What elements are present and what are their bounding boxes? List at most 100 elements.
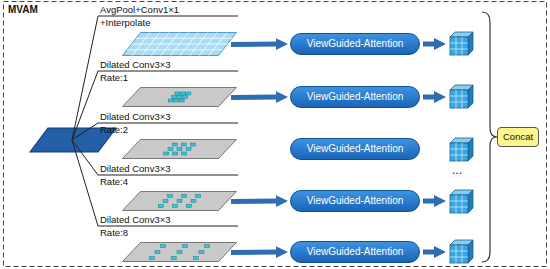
grid-line	[161, 33, 179, 56]
kernel-cell	[205, 245, 210, 248]
kernel-cell	[174, 99, 179, 102]
kernel-cell	[171, 257, 176, 260]
flow-arrow	[231, 250, 279, 255]
block-label: ViewGuided-Attention	[299, 195, 411, 207]
kernel-cell	[168, 148, 173, 151]
output-cube	[450, 85, 473, 108]
output-cube	[450, 190, 473, 213]
kernel-cell	[155, 251, 160, 254]
grid-line	[132, 33, 150, 56]
block-label: ViewGuided-Attention	[299, 143, 411, 155]
concat-box: Concat	[497, 127, 539, 147]
attention-block: ViewGuided-Attention	[290, 241, 420, 263]
flow-arrow	[231, 199, 279, 204]
feature-map: Dilated Conv3×3 Rate:4	[100, 162, 238, 212]
plane	[123, 33, 237, 56]
kernel-cell	[161, 245, 166, 248]
block-label: ViewGuided-Attention	[299, 38, 411, 50]
grid-line	[180, 33, 198, 56]
branch-line	[72, 71, 238, 140]
brace	[482, 12, 497, 262]
kernel-cell	[186, 205, 191, 208]
branch-label: Dilated Conv3×3 Rate:4	[100, 162, 192, 188]
kernel-cell	[177, 200, 182, 203]
grid-line	[151, 33, 169, 56]
plane	[123, 192, 237, 211]
branch-label: Dilated Conv3×3 Rate:1	[100, 58, 192, 84]
kernel-cell	[168, 99, 173, 102]
dilated-feature-map	[122, 191, 238, 212]
flow-arrow	[231, 42, 279, 47]
kernel-cell	[177, 148, 182, 151]
output-arrow	[423, 42, 437, 47]
grid-line	[171, 33, 189, 56]
kernel-cell	[193, 257, 198, 260]
grid-line	[199, 33, 217, 56]
feature-map: Dilated Conv3×3 Rate:1	[100, 58, 238, 108]
plane	[123, 243, 237, 262]
kernel-cell	[181, 143, 186, 146]
branch-lines	[72, 16, 238, 226]
kernel-cell	[177, 251, 182, 254]
kernel-cell	[186, 92, 191, 95]
kernel-cell	[164, 152, 169, 155]
kernel-cell	[173, 152, 178, 155]
output-cube	[450, 138, 473, 161]
kernel-cell	[182, 195, 187, 198]
output-cube	[450, 32, 473, 55]
feature-map: AvgPool+Conv1×1 +Interpolate	[100, 3, 238, 57]
branch-line	[72, 16, 238, 140]
kernel-cell	[172, 143, 177, 146]
output-arrow	[423, 199, 437, 204]
kernel-cell	[196, 195, 201, 198]
feature-map: Dilated Conv3×3 Rate:2	[100, 110, 238, 160]
grid-line	[190, 33, 208, 56]
attention-block: ViewGuided-Attention	[290, 86, 420, 108]
kernel-cell	[149, 257, 154, 260]
kernel-cell	[186, 148, 191, 151]
module-title: MVAM	[8, 4, 38, 15]
kernel-cell	[163, 200, 168, 203]
block-label: ViewGuided-Attention	[299, 91, 411, 103]
branch-line	[72, 140, 238, 226]
plane	[123, 140, 237, 159]
kernel-cell	[199, 251, 204, 254]
kernel-cell	[191, 200, 196, 203]
kernel-cell	[182, 152, 187, 155]
kernel-cell	[180, 92, 185, 95]
kernel-cell	[175, 92, 180, 95]
grid-line	[209, 33, 227, 56]
dilated-feature-map	[122, 242, 238, 263]
branch-line	[72, 123, 238, 140]
branch-label: Dilated Conv3×3 Rate:2	[100, 110, 192, 136]
kernel-cell	[177, 96, 182, 99]
output-arrow	[423, 95, 437, 100]
flow-arrow	[231, 95, 279, 100]
feature-map: Dilated Conv3×3 Rate:8	[100, 213, 238, 263]
kernel-cell	[172, 205, 177, 208]
branch-label: Dilated Conv3×3 Rate:8	[100, 213, 192, 239]
module-border	[4, 2, 547, 267]
dilated-feature-map	[122, 87, 238, 108]
kernel-cell	[158, 205, 163, 208]
attention-block: ViewGuided-Attention	[290, 33, 420, 55]
plane	[123, 88, 237, 107]
ellipsis: ...	[452, 163, 462, 177]
kernel-cell	[190, 143, 195, 146]
output-cube	[450, 240, 473, 263]
branch-label: AvgPool+Conv1×1 +Interpolate	[100, 3, 192, 29]
output-arrow	[423, 250, 437, 255]
grid-line	[142, 33, 160, 56]
attention-block: ViewGuided-Attention	[290, 190, 420, 212]
block-label: Concat	[503, 131, 533, 143]
kernel-cell	[168, 195, 173, 198]
kernel-cell	[179, 99, 184, 102]
kernel-cell	[183, 245, 188, 248]
pooled-feature-map	[122, 32, 238, 57]
kernel-cell	[172, 96, 177, 99]
dilated-feature-map	[122, 139, 238, 160]
kernel-cell	[183, 96, 188, 99]
